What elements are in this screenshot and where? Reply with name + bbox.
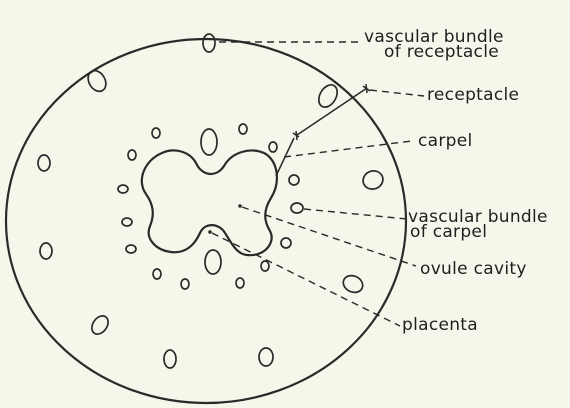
receptacle-bundle	[89, 313, 112, 337]
leader-placenta	[212, 233, 400, 326]
receptacle-bundle	[40, 243, 52, 259]
receptacle-bundle	[259, 348, 273, 366]
carpel-bundle	[205, 250, 221, 274]
leader-vascular-bundle-carpel	[304, 209, 407, 219]
carpel-vascular-bundles	[118, 124, 303, 289]
receptacle-bundle	[38, 155, 50, 171]
placenta-marker	[208, 230, 212, 234]
receptacle-vascular-bundles	[38, 34, 385, 368]
carpel-bundle	[152, 128, 160, 138]
carpel-bundle	[201, 129, 217, 155]
carpel-outline	[142, 150, 277, 255]
carpel-bundle	[236, 278, 244, 288]
receptacle-bundle	[361, 168, 386, 192]
label-carpel: carpel	[418, 134, 473, 149]
carpel-bundle	[128, 150, 136, 160]
carpel-bundle	[261, 261, 269, 271]
carpel-bundle	[289, 175, 299, 185]
carpel-bundle	[118, 185, 128, 193]
label-line: of receptacle	[364, 45, 504, 60]
carpel-bundle	[291, 203, 303, 213]
receptacle-bundle	[203, 34, 215, 52]
carpel-bundle	[269, 142, 277, 152]
label-vascular-bundle-of-receptacle: vascular bundle of receptacle	[364, 30, 504, 60]
receptacle-bundle	[85, 67, 110, 94]
leader-receptacle	[370, 90, 424, 96]
receptacle-pointer-arrow	[363, 84, 370, 93]
carpel-bundle	[126, 245, 136, 253]
ovule-cavity-marker	[238, 204, 242, 208]
label-receptacle: receptacle	[427, 88, 519, 103]
carpel-bundle	[281, 238, 291, 248]
receptacle-pointer-line	[297, 88, 367, 135]
carpel-bundle	[181, 279, 189, 289]
label-line: receptacle	[427, 88, 519, 103]
receptacle-outline	[6, 39, 406, 403]
receptacle-bundle	[341, 273, 366, 296]
receptacle-bundle	[315, 82, 341, 111]
carpel-bundle	[153, 269, 161, 279]
label-vascular-bundle-of-carpel: vascular bundle of carpel	[408, 210, 548, 240]
carpel-bundle	[239, 124, 247, 134]
leader-ovule-cavity	[242, 207, 416, 266]
label-placenta: placenta	[402, 318, 478, 333]
label-line: of carpel	[408, 225, 548, 240]
label-line: placenta	[402, 318, 478, 333]
carpel-bundle	[122, 218, 132, 226]
label-line: ovule cavity	[420, 262, 527, 277]
label-line: carpel	[418, 134, 473, 149]
receptacle-bundle	[164, 350, 176, 368]
label-ovule-cavity: ovule cavity	[420, 262, 527, 277]
